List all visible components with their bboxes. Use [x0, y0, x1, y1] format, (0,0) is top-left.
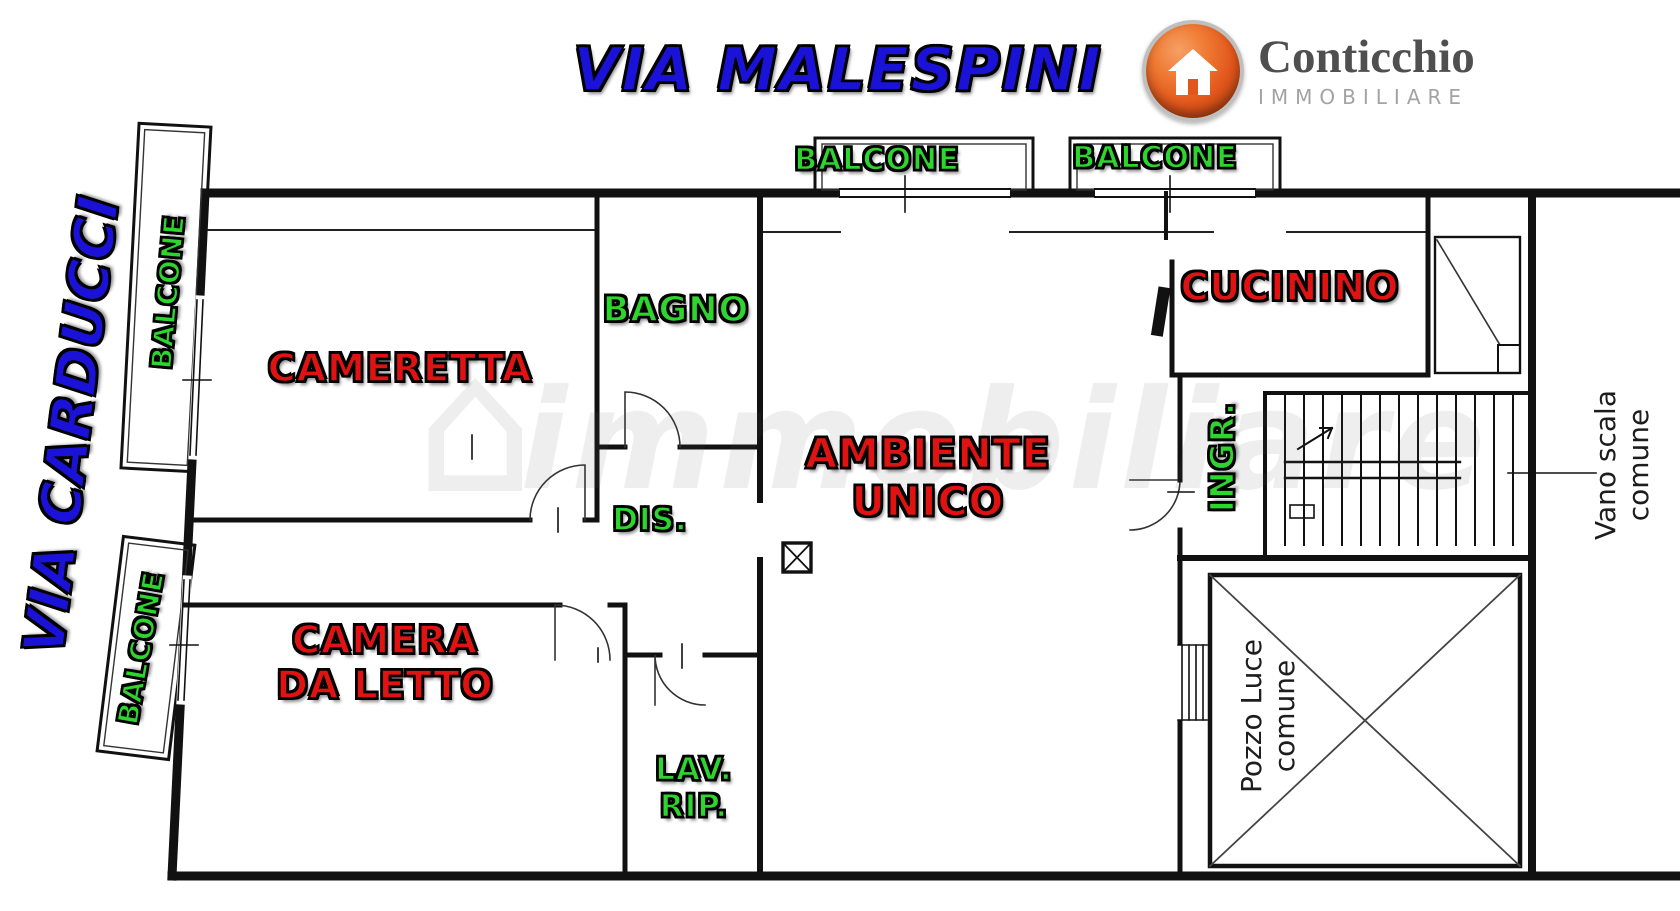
agency-name: Conticchio: [1258, 30, 1475, 83]
room-label-ambiente-unico: AMBIENTE UNICO: [805, 429, 1051, 527]
room-label-cucinino: CUCININO: [1180, 264, 1400, 310]
label-pozzo-luce-comune: Pozzo Luce comune: [1234, 639, 1301, 793]
balcony-top-right-label: BALCONE: [1072, 140, 1238, 177]
room-label-lav-rip: LAV. RIP.: [654, 751, 733, 825]
street-title-malespini: VIA MALESPINI: [572, 34, 1103, 106]
balcony-top-left-label: BALCONE: [794, 142, 960, 179]
room-label-ingresso: INGR.: [1202, 401, 1243, 513]
label-vano-scala-comune: Vano scala comune: [1588, 390, 1655, 540]
agency-subtitle: IMMOBILIARE: [1258, 84, 1469, 109]
room-label-camera-da-letto: CAMERA DA LETTO: [276, 617, 494, 707]
house-icon: [1142, 20, 1244, 122]
room-label-cameretta: CAMERETTA: [267, 345, 533, 391]
room-label-bagno: BAGNO: [602, 289, 750, 331]
room-label-dis: DIS.: [612, 501, 688, 539]
agency-logo: Conticchio IMMOBILIARE: [1142, 20, 1475, 122]
